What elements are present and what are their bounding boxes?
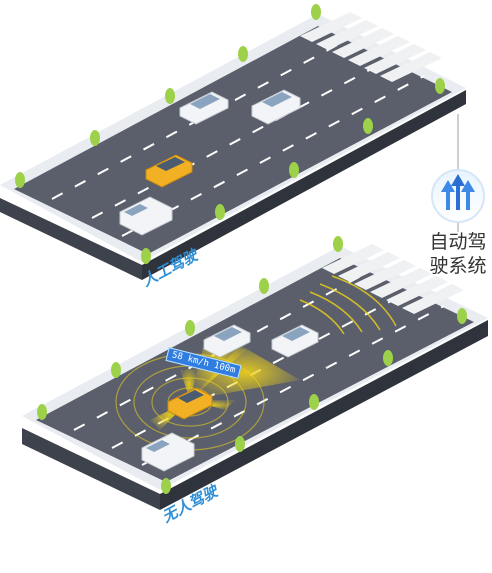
taxi-car (145, 154, 193, 188)
car-white-3 (203, 324, 251, 358)
system-label-line2: 驶系统 (429, 255, 487, 277)
crosswalk-bottom (322, 244, 464, 314)
crosswalk (300, 12, 442, 82)
truck (119, 196, 173, 236)
car-white-4 (271, 324, 319, 358)
autonomous-taxi (167, 387, 213, 420)
trees (15, 4, 445, 264)
lidar-arcs (299, 275, 397, 335)
manual-road (0, 4, 466, 280)
car-white-1 (179, 91, 229, 125)
system-label: 自动驾 驶系统 (418, 230, 492, 278)
autonomous-road (22, 236, 488, 510)
car-white-2 (251, 89, 301, 125)
truck-bottom (141, 432, 195, 472)
system-label-line1: 自动驾 (429, 231, 487, 253)
upward-arrows-icon (431, 169, 485, 223)
trees-bottom (37, 236, 467, 494)
